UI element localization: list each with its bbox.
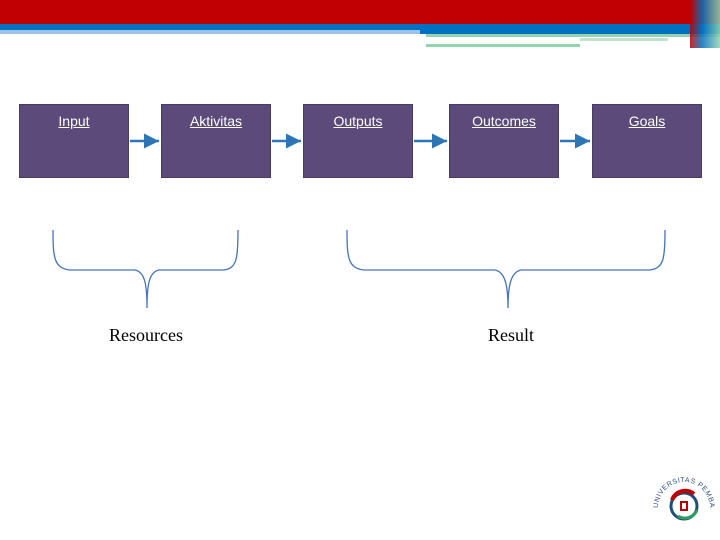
brace-resources xyxy=(52,229,239,309)
node-label-input: Input xyxy=(58,113,90,129)
brace-result xyxy=(346,229,666,309)
header-light-stripe xyxy=(0,30,420,34)
node-label-outputs: Outputs xyxy=(333,113,383,129)
node-label-aktivitas: Aktivitas xyxy=(189,113,243,129)
header-green-strip-mid xyxy=(580,38,668,41)
group-label-resources: Resources xyxy=(109,325,183,345)
node-label-goals: Goals xyxy=(628,113,666,129)
header-red-band xyxy=(0,0,720,24)
node-aktivitas xyxy=(161,104,271,178)
header-green-strip xyxy=(426,34,720,37)
header-blue-stripe xyxy=(0,24,720,34)
node-outputs xyxy=(303,104,413,178)
header-green-strip-short xyxy=(426,44,580,47)
node-outcomes xyxy=(449,104,559,178)
group-label-result: Result xyxy=(487,325,534,345)
node-input xyxy=(19,104,129,178)
node-label-outcomes: Outcomes xyxy=(472,113,536,129)
university-logo: UNIVERSITAS PEMBANGUNAN JAYA xyxy=(648,466,715,521)
node-goals xyxy=(592,104,702,178)
header-corner-gradient xyxy=(690,0,720,48)
